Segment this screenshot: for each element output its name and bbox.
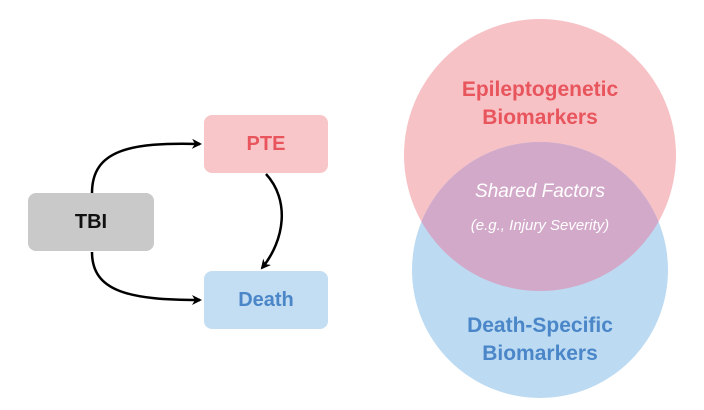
node-death: Death bbox=[204, 271, 328, 329]
node-pte-label: PTE bbox=[246, 132, 286, 155]
death-label-line1: Death-Specific bbox=[467, 314, 613, 337]
arrow-tbi-to-pte bbox=[90, 138, 202, 194]
epi-label-line1: Epileptogenetic bbox=[461, 78, 619, 101]
death-label-line2: Biomarkers bbox=[482, 342, 598, 365]
venn-label-death-specific: Death-Specific Biomarkers bbox=[400, 312, 680, 368]
venn-overlap-region bbox=[412, 142, 668, 291]
node-tbi-label: TBI bbox=[74, 210, 108, 233]
venn-overlap-title: Shared Factors bbox=[475, 181, 605, 202]
node-death-label: Death bbox=[238, 288, 294, 311]
arrow-pte-to-death bbox=[260, 173, 284, 270]
node-pte: PTE bbox=[204, 115, 328, 173]
epi-label-line2: Biomarkers bbox=[482, 106, 598, 129]
node-tbi: TBI bbox=[28, 193, 154, 251]
venn-overlap-subtitle: (e.g., Injury Severity) bbox=[470, 217, 610, 234]
venn-label-epileptogenetic: Epileptogenetic Biomarkers bbox=[400, 76, 680, 132]
arrow-tbi-to-death bbox=[90, 251, 202, 305]
